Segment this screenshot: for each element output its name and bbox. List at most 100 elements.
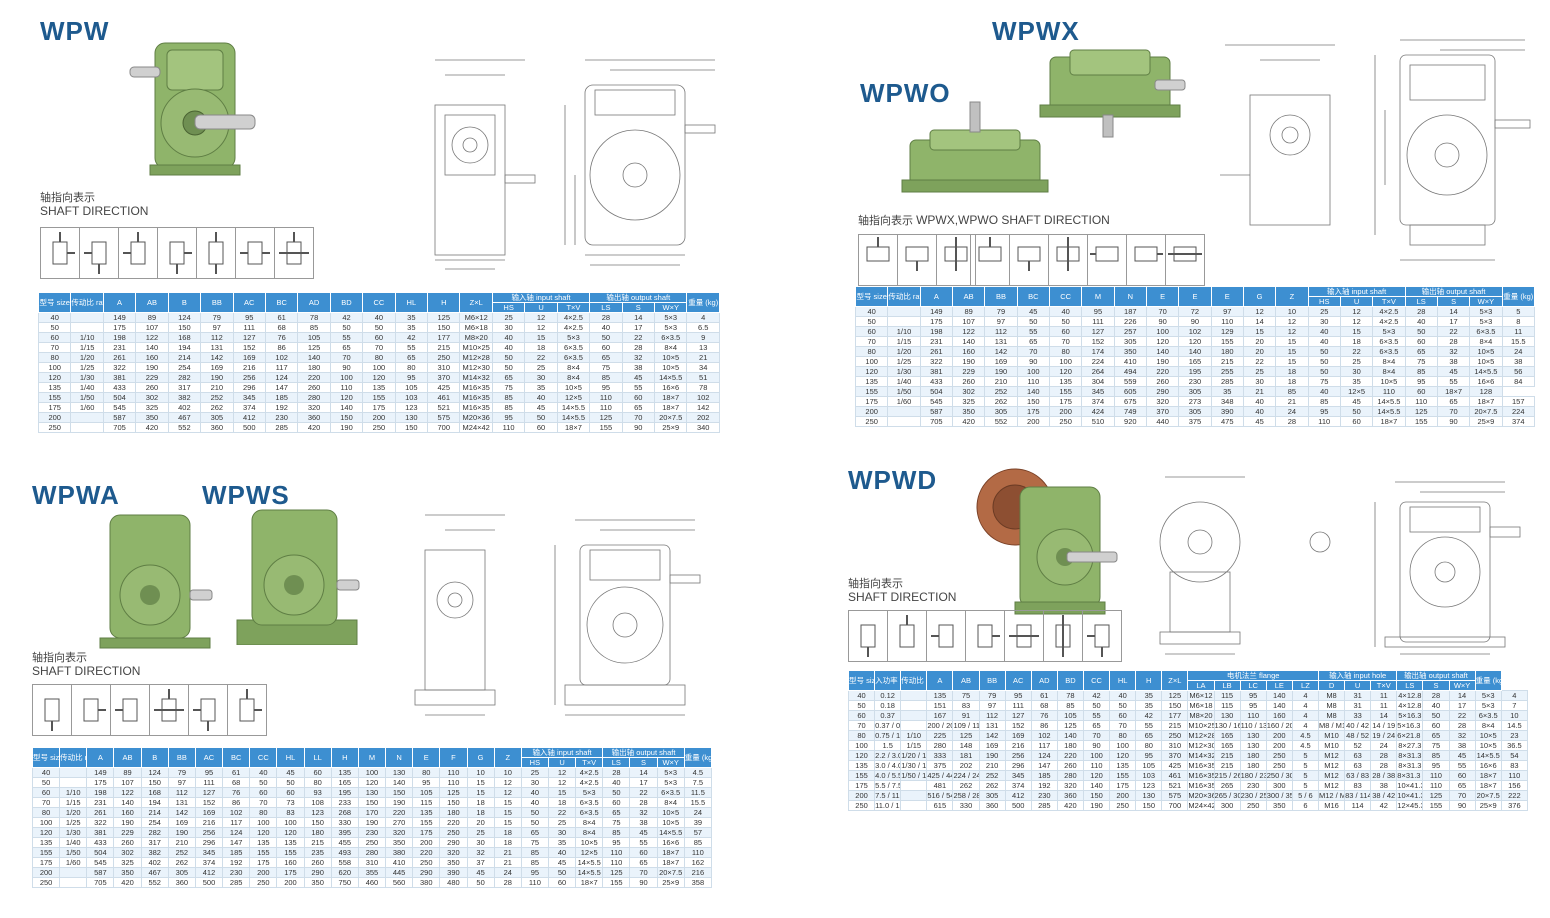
direction-diagram-b — [888, 611, 927, 661]
table-cell: 1/25 — [59, 817, 88, 828]
table-cell: 110 — [1239, 710, 1267, 721]
wpwd-dimension-drawing — [1159, 476, 1521, 655]
table-cell: 12 — [547, 777, 577, 788]
table-cell: 1/10 — [887, 326, 921, 337]
table-header-cell: E — [1178, 286, 1212, 307]
table-cell: 117 — [222, 817, 251, 828]
table-cell: 500 — [1004, 800, 1032, 811]
table-cell: 140 — [297, 352, 331, 363]
table-cell: 135 — [854, 376, 889, 387]
table-cell: 65 — [602, 807, 631, 818]
table-cell: 12×5 — [556, 392, 591, 403]
table-cell: 370 — [1161, 750, 1189, 761]
table-cell: 192 — [222, 857, 251, 868]
table-header-cell: 型号 size — [37, 292, 72, 313]
table-cell: 18 — [493, 837, 522, 848]
table-cell: 200 — [412, 837, 441, 848]
table-cell: 382 — [167, 392, 202, 403]
table-cell: 320 — [1145, 396, 1180, 407]
table-cell: 16×6 — [1469, 376, 1503, 387]
table-cell: 135 — [249, 837, 278, 848]
table-cell: M12 — [1317, 780, 1346, 791]
table-cell: 38 — [1448, 740, 1476, 751]
table-cell: 110 — [1082, 760, 1111, 771]
table-cell: 56 — [1501, 366, 1536, 377]
table-cell: 560 — [385, 877, 414, 888]
table-cell: 322 — [102, 362, 137, 373]
table-cell: 615 — [926, 800, 954, 811]
table-cell: 214 — [167, 352, 202, 363]
table-cell: 4×12.8 — [1396, 690, 1424, 701]
table-cell: 250 / 300 — [1265, 770, 1293, 781]
table-cell: 40 — [1307, 326, 1341, 337]
table-cell: M16×35 — [1187, 760, 1215, 771]
table-cell: 15 — [1242, 326, 1277, 337]
table-cell: 12×5 — [1339, 386, 1374, 397]
table-cell: 75 — [602, 817, 631, 828]
table-cell: 160 — [1265, 710, 1293, 721]
table-cell: 6×3.5 — [1372, 336, 1406, 347]
table-cell: 8×4 — [1474, 720, 1502, 731]
table-cell: 381 — [86, 827, 115, 838]
table-cell: 305 — [167, 867, 196, 878]
table-cell — [59, 767, 88, 778]
table-cell: 135 — [847, 760, 876, 771]
direction-diagram-5 — [1010, 235, 1049, 285]
table-header-cell: AC — [232, 292, 266, 313]
table-cell: 190 — [978, 750, 1006, 761]
direction-diagram-g — [1083, 611, 1121, 661]
wpwx-shaft-direction-diagrams-2 — [970, 234, 1205, 286]
table-cell: 25 — [466, 827, 495, 838]
table-cell: 225 — [926, 730, 954, 741]
table-cell: 140 — [135, 342, 169, 353]
table-cell: 10×5 — [1474, 730, 1502, 741]
table-cell: 190 — [1145, 356, 1180, 367]
table-cell: 220 — [297, 372, 331, 383]
table-cell: 85 — [589, 372, 623, 383]
table-cell: 140 — [385, 777, 414, 788]
table-subheader-cell: W×Y — [656, 757, 685, 768]
table-cell: 1/40 — [887, 376, 921, 387]
table-header-cell: AB — [952, 670, 980, 691]
table-header-cell: AD — [297, 292, 331, 313]
table-cell: 22 — [1339, 346, 1374, 357]
table-cell: 10 — [1500, 710, 1529, 721]
table-cell: 28 — [621, 342, 656, 353]
table-cell: 50 — [547, 867, 577, 878]
direction-diagram-f — [228, 685, 266, 735]
table-cell: 80 — [1109, 730, 1137, 741]
table-cell: 8 — [1501, 316, 1536, 327]
table-cell: M16×35 — [1187, 770, 1215, 781]
table-cell: 262 — [984, 396, 1018, 407]
table-header-cell: 重量 (kg) — [683, 747, 713, 768]
table-cell: 705 — [86, 877, 115, 888]
wpws-title: WPWS — [202, 480, 290, 510]
table-cell — [900, 710, 928, 721]
table-cell: 15 — [493, 807, 522, 818]
table-cell — [900, 800, 928, 811]
table-cell: 382 — [140, 847, 169, 858]
table-cell: 4×2.5 — [1372, 306, 1406, 317]
table-cell: 155 — [854, 386, 889, 397]
table-cell: 350 — [113, 867, 142, 878]
table-cell: 150 — [1082, 790, 1111, 801]
table-cell: 30 — [1307, 316, 1341, 327]
table-cell: 18 — [524, 342, 558, 353]
table-subheader-cell: LA — [1187, 680, 1215, 691]
table-cell: 5 — [1291, 750, 1319, 761]
table-cell: 700 — [427, 422, 461, 433]
wpwx-shaft-direction-diagrams — [858, 234, 976, 286]
wpwx-title: WPWX — [992, 16, 1080, 46]
table-cell: 38 — [1436, 356, 1471, 367]
table-cell: 296 — [232, 382, 266, 393]
table-cell: 552 — [140, 877, 169, 888]
table-cell: 155 — [31, 847, 61, 858]
table-cell: 168 — [167, 332, 202, 343]
table-cell: 40 — [1422, 700, 1450, 711]
table-cell: 155 — [1109, 770, 1137, 781]
table-cell: 15 — [493, 817, 522, 828]
